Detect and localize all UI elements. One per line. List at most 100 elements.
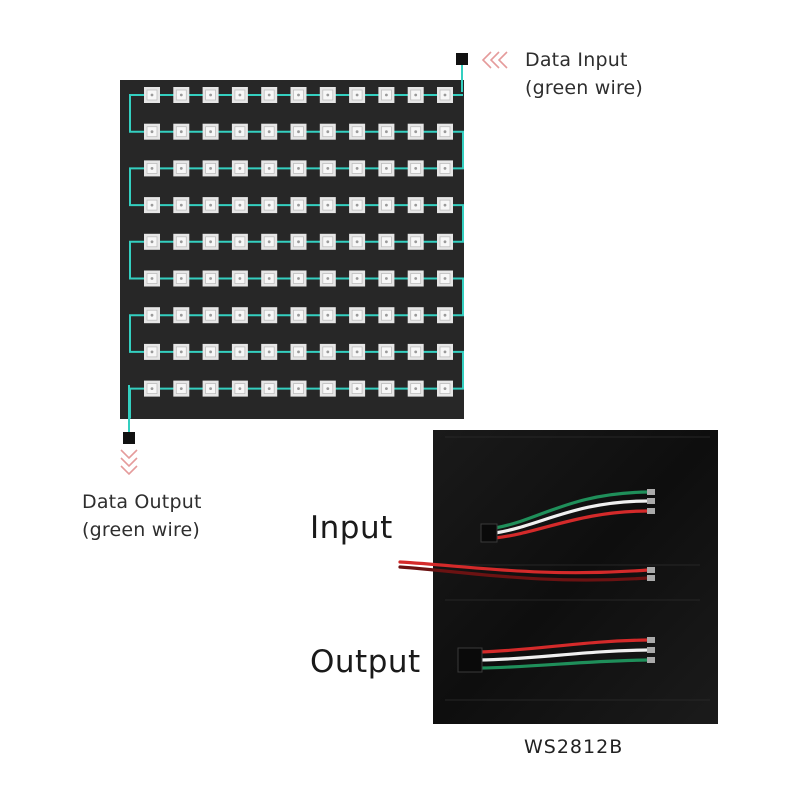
- led-pixel: [290, 160, 307, 177]
- led-pixel: [319, 233, 336, 250]
- led-pixel: [173, 123, 190, 140]
- output-arrow-icon: [120, 449, 138, 476]
- data-output-sublabel: (green wire): [82, 519, 201, 541]
- led-pixel: [231, 123, 248, 140]
- led-pixel: [261, 343, 278, 360]
- led-pixel: [231, 343, 248, 360]
- led-pixel: [202, 307, 219, 324]
- led-pixel: [290, 123, 307, 140]
- led-pixel: [261, 197, 278, 214]
- led-pixel: [437, 160, 453, 177]
- led-pixel: [202, 197, 219, 214]
- led-pixel: [319, 160, 336, 177]
- input-label: Input: [310, 510, 393, 546]
- led-pixel: [437, 87, 453, 103]
- led-pixel: [290, 233, 307, 250]
- led-pixel: [407, 123, 424, 140]
- led-pixel: [437, 343, 453, 360]
- led-pixel: [290, 270, 307, 287]
- led-pixel: [407, 233, 424, 250]
- input-cable: [493, 490, 650, 540]
- led-pixel: [202, 343, 219, 360]
- led-pixel: [144, 87, 160, 103]
- power-solder-pads: [647, 567, 655, 581]
- led-pixel: [290, 343, 307, 360]
- led-pixel: [261, 87, 278, 103]
- led-pixel: [231, 197, 248, 214]
- led-pixel: [349, 380, 366, 397]
- led-pixel: [349, 307, 366, 324]
- led-pixel: [378, 380, 395, 397]
- led-pixel: [319, 87, 336, 103]
- model-label: WS2812B: [524, 736, 624, 758]
- led-pixel: [407, 197, 424, 214]
- data-wire: [129, 94, 464, 419]
- data-input-label: Data Input: [525, 49, 628, 71]
- led-pixel: [202, 160, 219, 177]
- led-pixel: [202, 270, 219, 287]
- output-label: Output: [310, 644, 421, 680]
- led-pixel: [378, 87, 395, 103]
- led-pixel: [319, 197, 336, 214]
- led-pixel: [437, 380, 453, 397]
- led-pixel: [202, 380, 219, 397]
- led-pixel: [349, 233, 366, 250]
- led-pixel: [319, 123, 336, 140]
- led-pixel: [231, 233, 248, 250]
- led-pixel: [349, 197, 366, 214]
- led-pixel: [261, 307, 278, 324]
- power-cable: [398, 560, 650, 582]
- output-jst-connector: [457, 647, 483, 673]
- led-pixel: [319, 343, 336, 360]
- led-pixel: [173, 87, 190, 103]
- led-pixel: [173, 307, 190, 324]
- led-pixel: [261, 380, 278, 397]
- led-pixel: [231, 307, 248, 324]
- led-pixel: [202, 123, 219, 140]
- led-pixel: [437, 123, 453, 140]
- output-terminal: [123, 432, 135, 444]
- led-pixel: [202, 87, 219, 103]
- led-pixel: [231, 270, 248, 287]
- led-pixel: [349, 270, 366, 287]
- led-pixel: [437, 197, 453, 214]
- led-pixel: [231, 87, 248, 103]
- led-pixel: [378, 123, 395, 140]
- input-solder-pads: [647, 489, 655, 514]
- led-pixel: [378, 270, 395, 287]
- led-pixel: [173, 380, 190, 397]
- output-cable: [478, 638, 650, 670]
- input-arrow-icon: [481, 51, 508, 69]
- led-pixel: [290, 307, 307, 324]
- led-pixel: [290, 380, 307, 397]
- led-pixel: [173, 233, 190, 250]
- led-pixel: [231, 380, 248, 397]
- led-pixel: [437, 307, 453, 324]
- led-pixel: [378, 197, 395, 214]
- led-pixel: [144, 233, 160, 250]
- led-pixel: [173, 160, 190, 177]
- panel-traces: [445, 436, 710, 701]
- led-pixel: [349, 343, 366, 360]
- led-pixel: [407, 380, 424, 397]
- led-pixel: [144, 380, 160, 397]
- led-pixel: [173, 197, 190, 214]
- led-pixel: [349, 87, 366, 103]
- serpentine-data-path: [129, 94, 464, 419]
- led-pixel: [319, 307, 336, 324]
- led-pixel: [437, 233, 453, 250]
- led-pixel: [378, 160, 395, 177]
- led-pixel: [378, 307, 395, 324]
- led-pixel: [349, 123, 366, 140]
- led-pixel: [261, 123, 278, 140]
- led-pixel: [261, 233, 278, 250]
- led-pixel: [173, 343, 190, 360]
- led-pixel: [144, 270, 160, 287]
- led-pixel: [319, 380, 336, 397]
- led-pixel: [144, 343, 160, 360]
- led-pixel: [290, 87, 307, 103]
- led-pixel: [437, 270, 453, 287]
- led-pixel: [407, 307, 424, 324]
- led-pixel: [144, 123, 160, 140]
